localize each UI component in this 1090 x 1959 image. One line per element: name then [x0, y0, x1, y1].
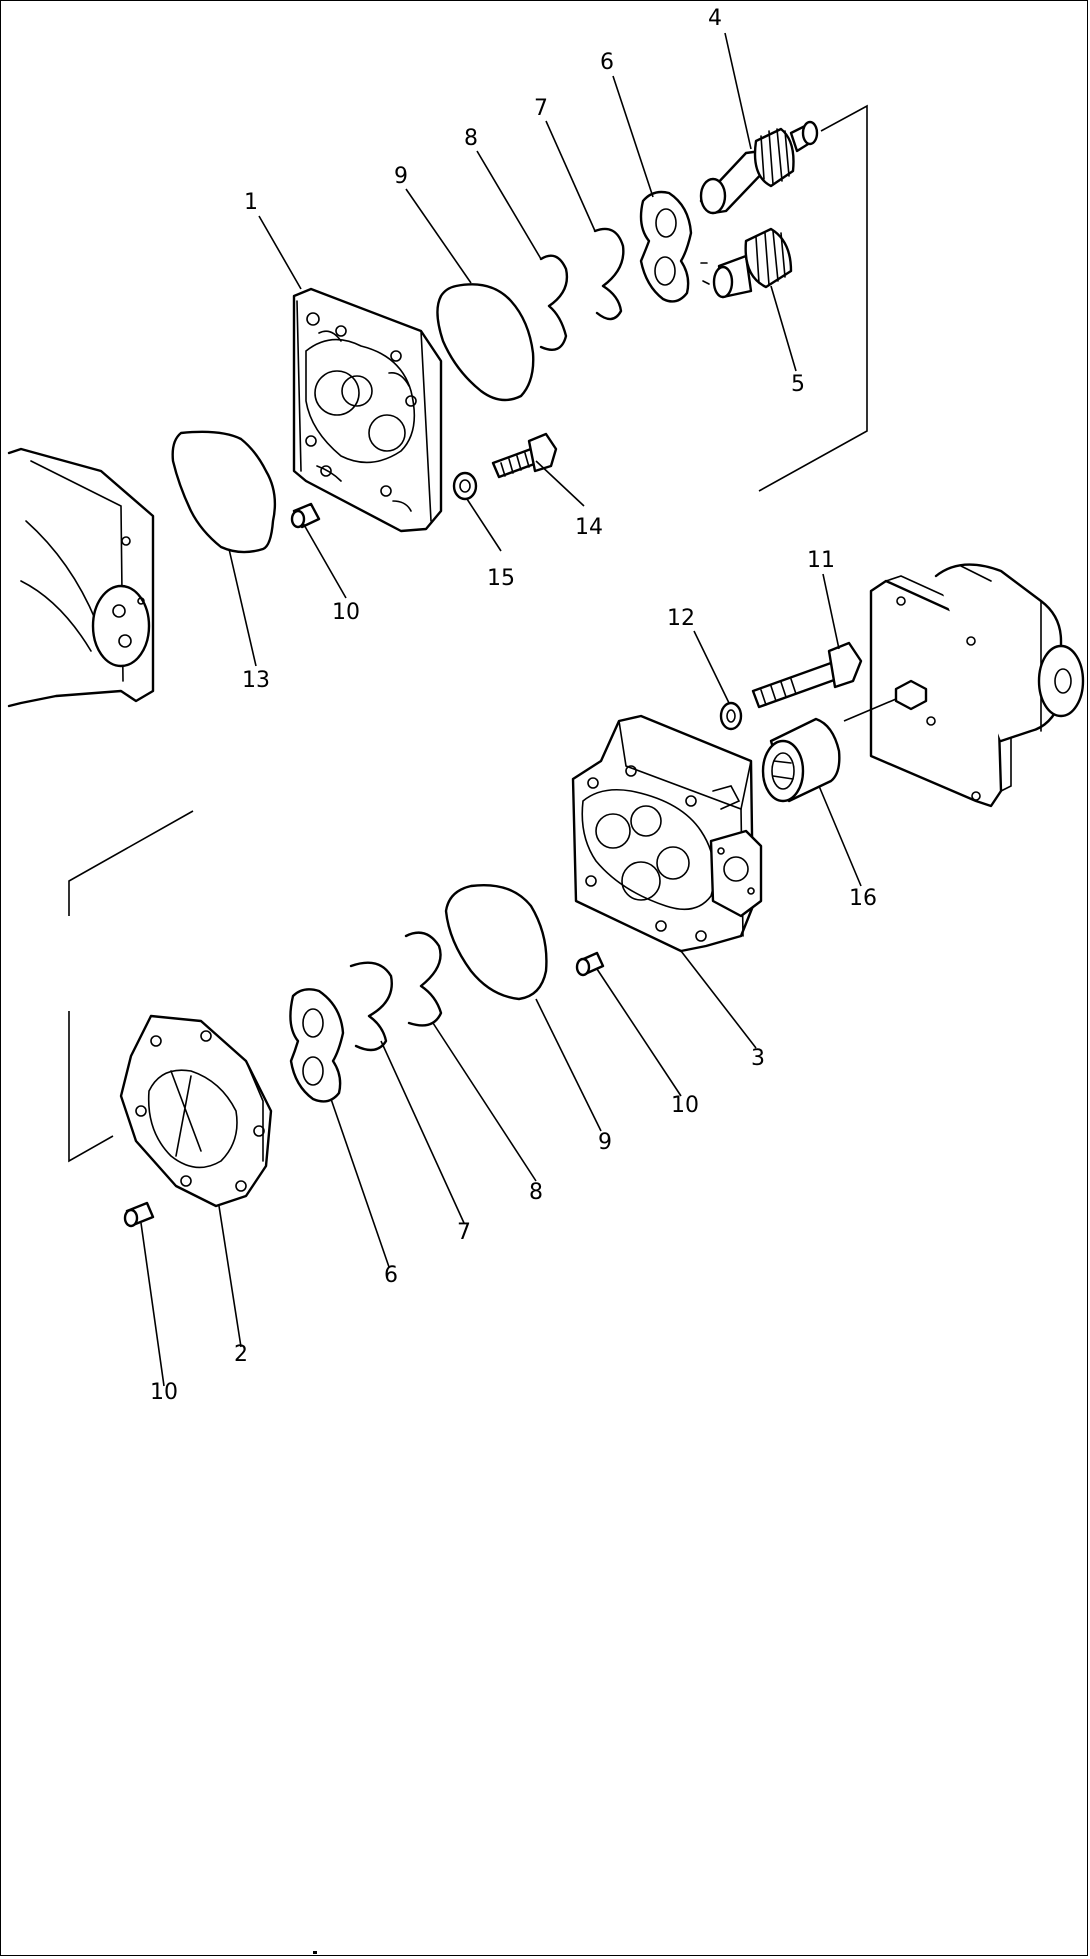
part-1-plate: [292, 287, 443, 533]
part-15-washer: [452, 471, 478, 501]
part-10-dowel-lower: [123, 1201, 155, 1228]
right-housing: [843, 563, 1085, 808]
part-4-shaft-gear: [699, 120, 819, 215]
label-8-upper: 8: [464, 126, 478, 151]
label-4: 4: [708, 6, 722, 31]
label-12: 12: [667, 606, 695, 631]
label-1: 1: [244, 190, 258, 215]
label-8-lower: 8: [529, 1180, 543, 1205]
part-9-gasket-upper: [436, 283, 535, 402]
part-8-ring-lower: [404, 931, 443, 1027]
leader-lines: [140, 32, 862, 1387]
part-5-driven-gear: [700, 227, 793, 299]
label-9-upper: 9: [394, 164, 408, 189]
label-14: 14: [575, 515, 603, 540]
part-7-ring-upper: [593, 227, 625, 321]
lower-bracket: [68, 810, 194, 1163]
label-10-middle: 10: [671, 1093, 699, 1118]
label-3: 3: [751, 1046, 765, 1071]
part-9-gasket-lower: [444, 884, 548, 1001]
left-housing: [7, 447, 155, 708]
label-10-lower: 10: [150, 1380, 178, 1405]
part-10-dowel-upper: [290, 502, 321, 529]
label-9-lower: 9: [598, 1130, 612, 1155]
part-10-dowel-middle: [575, 951, 605, 977]
part-16-bushing: [761, 717, 841, 803]
callout-labels: 1 2 3 4 5 6 6 7 7 8 8 9 9 10 10 10 11 12…: [150, 6, 877, 1405]
part-6-plate-lower: [289, 988, 345, 1103]
stray-mark: [313, 1951, 317, 1954]
label-6-upper: 6: [600, 50, 614, 75]
part-7-ring-lower: [349, 961, 393, 1052]
part-11-bolt: [751, 641, 863, 709]
part-13-gasket: [171, 430, 277, 554]
part-2-cover-plate: [119, 1014, 273, 1208]
label-11: 11: [807, 548, 835, 573]
label-5: 5: [791, 372, 805, 397]
part-6-plate-upper: [639, 190, 693, 303]
label-15: 15: [487, 566, 515, 591]
label-7-upper: 7: [534, 96, 548, 121]
label-2: 2: [234, 1342, 248, 1367]
label-13: 13: [242, 668, 270, 693]
label-16: 16: [849, 886, 877, 911]
label-6-lower: 6: [384, 1263, 398, 1288]
label-7-lower: 7: [457, 1220, 471, 1245]
part-12-washer: [719, 701, 743, 731]
label-10-upper: 10: [332, 600, 360, 625]
part-8-ring-upper: [539, 254, 569, 351]
upper-bracket: [758, 104, 868, 492]
part-3-pump-body: [571, 714, 763, 953]
